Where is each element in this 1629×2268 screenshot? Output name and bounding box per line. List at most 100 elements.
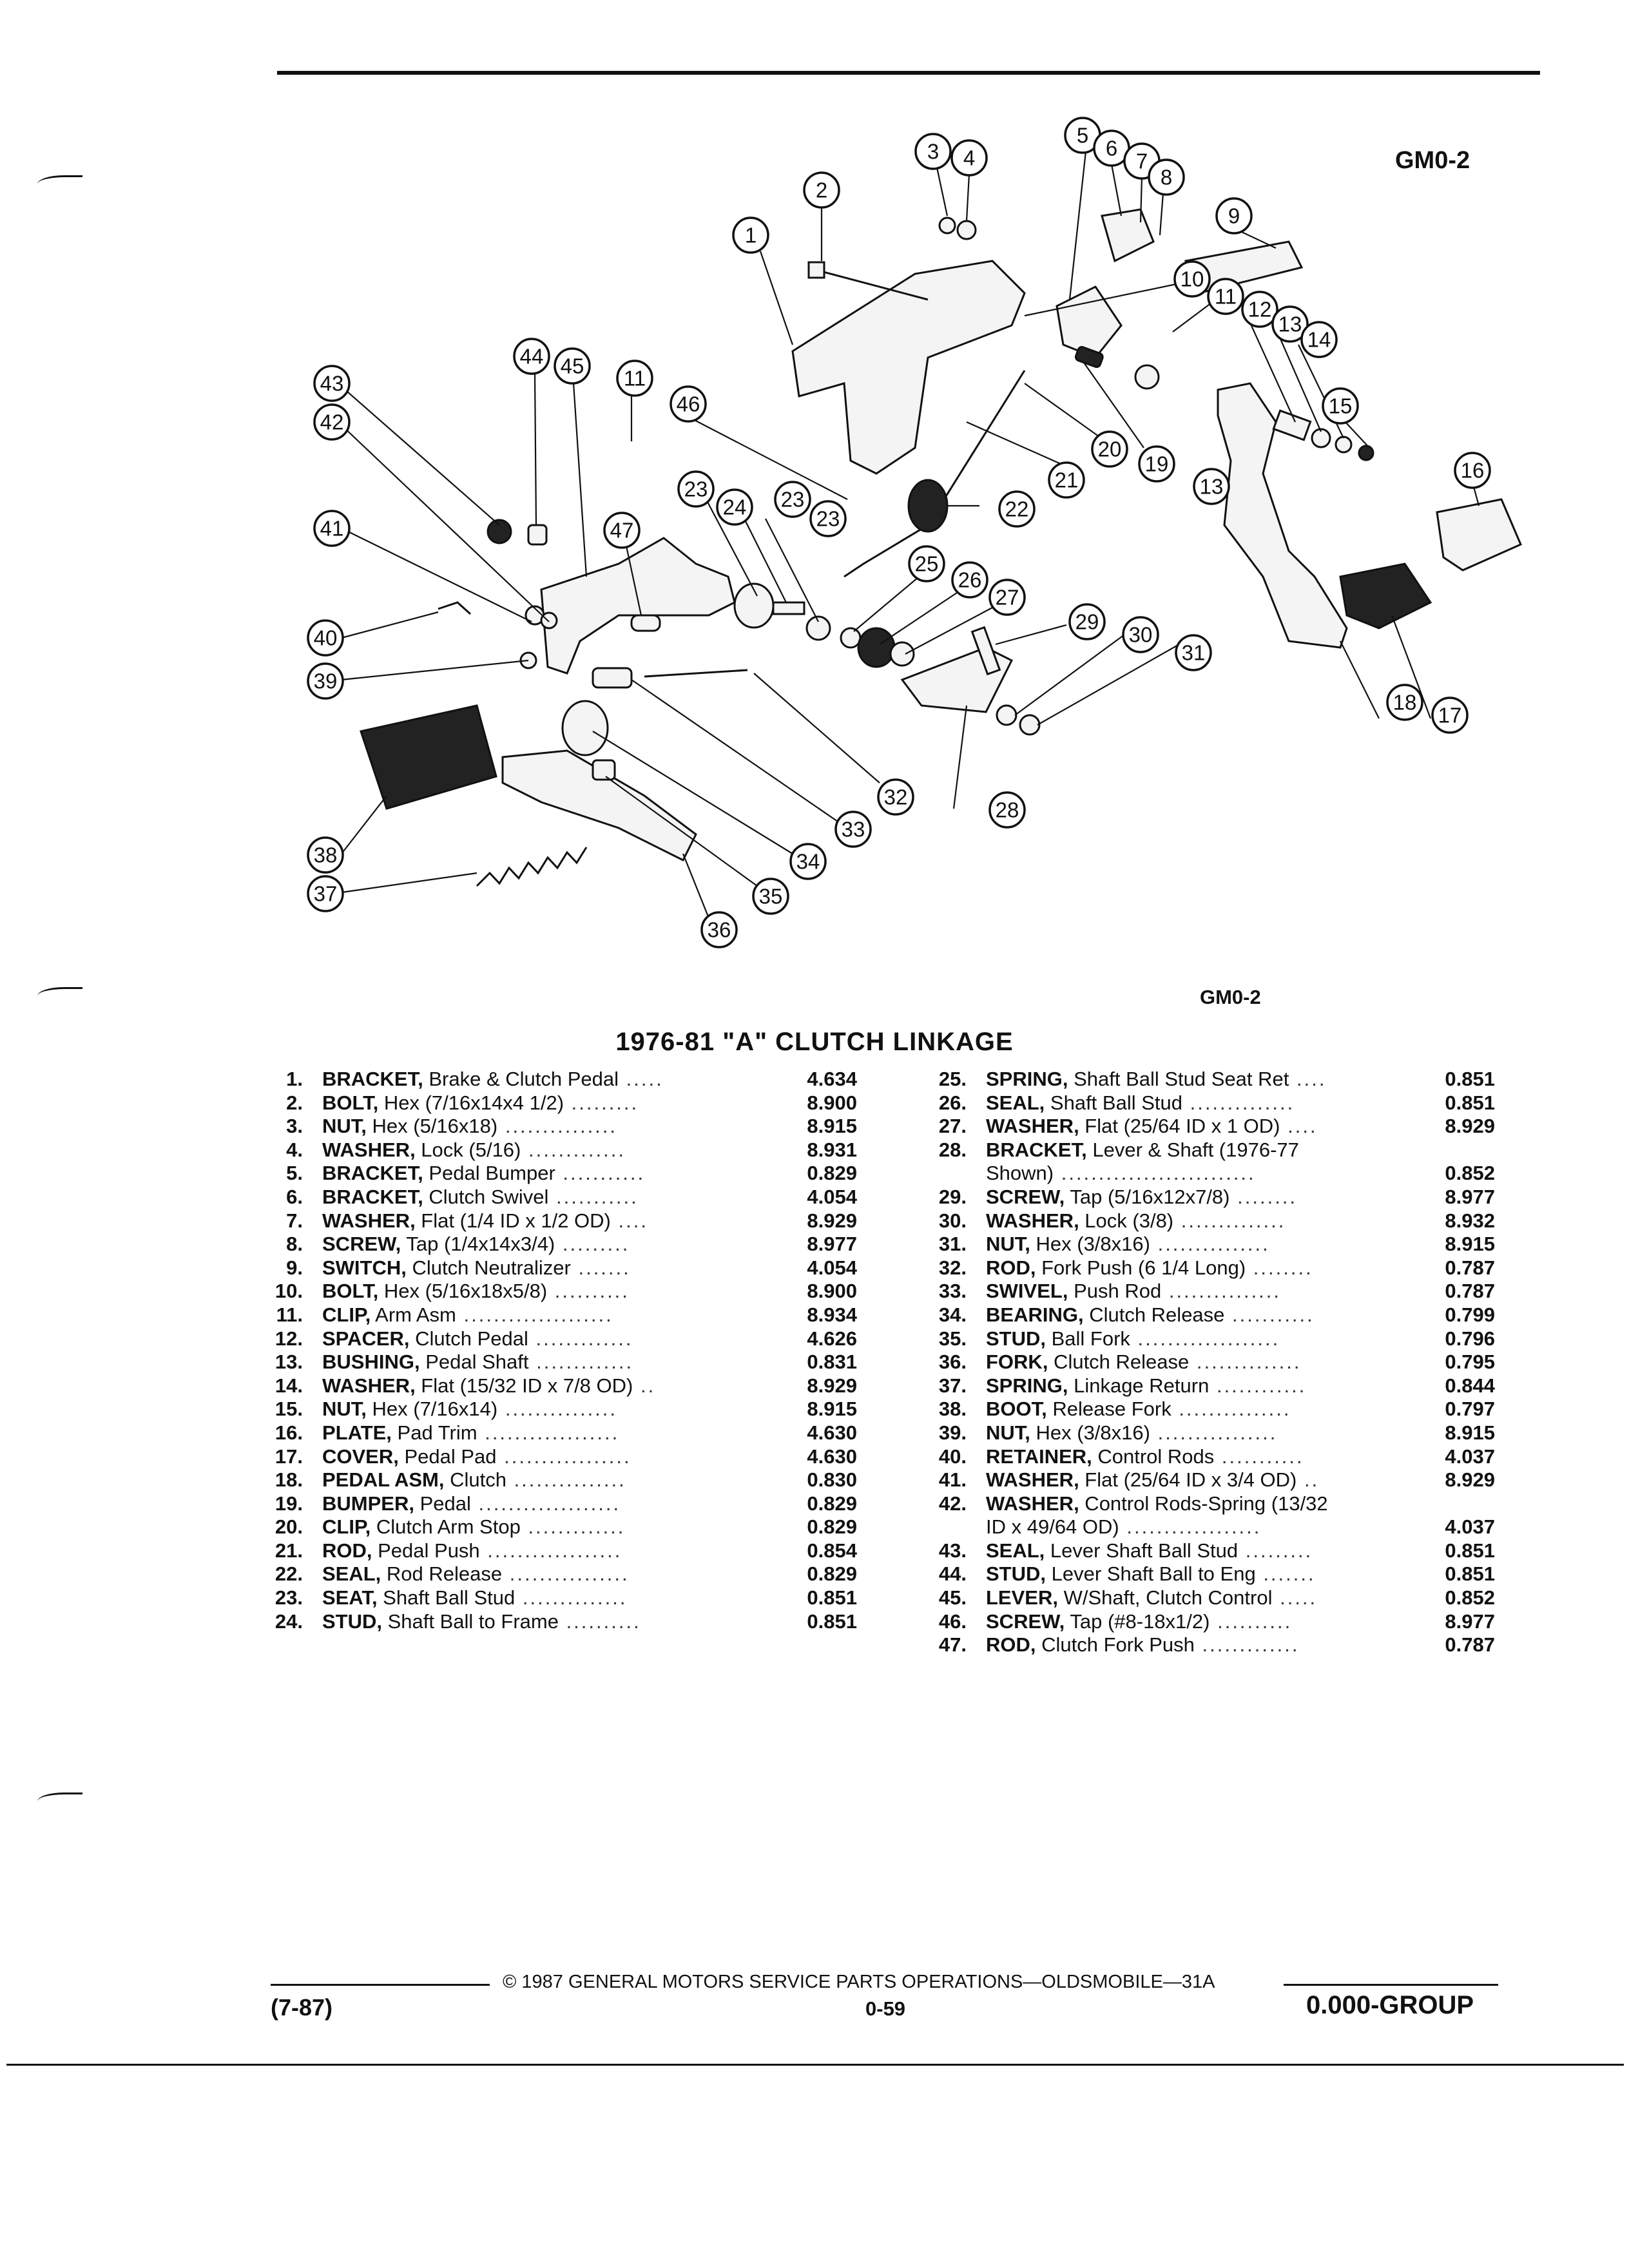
part-description: BRACKET, Clutch Swivel ...........: [322, 1186, 639, 1209]
callout-3: 3: [914, 133, 952, 170]
part-row: 19.BUMPER, Pedal ...................0.82…: [258, 1492, 870, 1516]
leader-dots: .............: [521, 1138, 626, 1161]
callout-13: 13: [1271, 305, 1309, 343]
part-row: 41.WASHER, Flat (25/64 ID x 3/4 OD) ..8.…: [921, 1468, 1501, 1492]
part-number: 40.: [938, 1445, 967, 1468]
part-row: 40.RETAINER, Control Rods ...........4.0…: [921, 1445, 1501, 1469]
group-number: 8.929: [1445, 1115, 1495, 1138]
part-description: SPRING, Linkage Return ............: [986, 1374, 1306, 1398]
part-row: 45.LEVER, W/Shaft, Clutch Control .....0…: [921, 1586, 1501, 1610]
callout-37: 37: [307, 875, 344, 912]
part-description: CLIP, Clutch Arm Stop .............: [322, 1515, 625, 1539]
part-description: STUD, Ball Fork ...................: [986, 1327, 1280, 1351]
part-name: COVER,: [322, 1445, 399, 1468]
group-number: 0.795: [1445, 1350, 1495, 1374]
part-number: 9.: [286, 1256, 303, 1279]
leader-dots: ...............: [506, 1468, 626, 1492]
part-row: 1.BRACKET, Brake & Clutch Pedal .....4.6…: [258, 1068, 870, 1091]
part-number: 18.: [275, 1468, 303, 1492]
group-number: 4.037: [1445, 1515, 1495, 1539]
leader-dots: .............: [528, 1350, 634, 1374]
part-detail: Hex (3/8x16): [1030, 1233, 1150, 1256]
figure-label-bottom: GM0-2: [1200, 986, 1261, 1008]
callout-42: 42: [313, 403, 351, 441]
part-number: 39.: [938, 1421, 967, 1444]
part-description: SEAT, Shaft Ball Stud ..............: [322, 1586, 627, 1610]
svg-text:22: 22: [1005, 497, 1029, 521]
svg-text:19: 19: [1145, 452, 1169, 476]
part-row: 38.BOOT, Release Fork ...............0.7…: [921, 1398, 1501, 1421]
callout-29: 29: [1068, 603, 1106, 640]
group-number: 8.977: [1445, 1610, 1495, 1633]
callout-25: 25: [908, 545, 945, 582]
group-number: 8.977: [1445, 1185, 1495, 1208]
part-row: 46.SCREW, Tap (#8-18x1/2) ..........8.97…: [921, 1610, 1501, 1634]
callout-35: 35: [752, 878, 789, 915]
part-row: 7.WASHER, Flat (1/4 ID x 1/2 OD) ....8.9…: [258, 1209, 870, 1233]
leader-dots: ...............: [1171, 1398, 1291, 1421]
group-number: 0.830: [807, 1468, 857, 1492]
leader-dots: ..........: [1210, 1610, 1293, 1633]
part-name: NUT,: [986, 1421, 1030, 1444]
exploded-parts-diagram: 1 2 3 4 5 6 7 8 9 10 11 12 13 14 15 16 1…: [307, 117, 1522, 948]
group-number: 0.787: [1445, 1633, 1495, 1657]
leader-dots: ................: [502, 1562, 630, 1586]
part-row: 23.SEAT, Shaft Ball Stud ..............0…: [258, 1586, 870, 1610]
footer-rule-left: [271, 1984, 490, 1986]
callout-30: 30: [1122, 616, 1159, 653]
svg-text:29: 29: [1075, 610, 1099, 634]
part-number: 12.: [275, 1327, 303, 1350]
binder-mark: [37, 987, 82, 1002]
leader-dots: .....: [1272, 1586, 1318, 1610]
part-detail: Fork Push (6 1/4 Long): [1036, 1256, 1246, 1279]
part-detail: Shaft Ball Stud: [377, 1586, 516, 1610]
svg-text:36: 36: [708, 918, 731, 942]
svg-text:47: 47: [610, 519, 634, 543]
part-row: 39.NUT, Hex (3/8x16) ................8.9…: [921, 1421, 1501, 1445]
callout-24: 24: [716, 488, 753, 526]
leader-dots: ..........: [558, 1610, 641, 1633]
part-name: WASHER,: [322, 1138, 416, 1161]
leader-dots: .........: [1238, 1539, 1313, 1562]
part-detail: Clutch Release: [1048, 1350, 1190, 1374]
part-description: BUSHING, Pedal Shaft .............: [322, 1350, 633, 1374]
part-detail: Hex (3/8x16): [1030, 1421, 1150, 1444]
group-number: 4.054: [807, 1256, 857, 1279]
callout-11b: 11: [616, 360, 653, 397]
part-number: 16.: [275, 1421, 303, 1444]
part-name: SEAL,: [986, 1091, 1045, 1114]
part-name: SPACER,: [322, 1327, 410, 1350]
part-number: 15.: [275, 1398, 303, 1421]
part-detail: Clutch Neutralizer: [406, 1256, 571, 1279]
group-number: 8.929: [807, 1374, 857, 1397]
part-number: 6.: [286, 1185, 303, 1208]
callout-10: 10: [1173, 260, 1211, 298]
part-name: SCREW,: [322, 1233, 401, 1256]
part-name: BRACKET,: [322, 1185, 423, 1208]
part-detail: Pad Trim: [391, 1421, 477, 1444]
part-row: 26.SEAL, Shaft Ball Stud ..............0…: [921, 1091, 1501, 1115]
part-detail: Flat (1/4 ID x 1/2 OD): [415, 1209, 611, 1232]
part-detail: Shaft Ball Stud: [1045, 1091, 1182, 1114]
leader-dots: ....: [1289, 1068, 1327, 1090]
svg-text:9: 9: [1228, 204, 1240, 228]
bolt-2: [818, 269, 929, 301]
part-number: 28.: [938, 1138, 967, 1161]
leader-dots: .............: [1194, 1633, 1300, 1657]
group-number: 8.915: [1445, 1421, 1495, 1444]
group-number: 0.829: [807, 1562, 857, 1586]
svg-text:28: 28: [996, 798, 1019, 822]
part-description: PEDAL ASM, Clutch ...............: [322, 1468, 626, 1492]
part-row: 18. PEDAL ASM, Clutch ............... 0.83…: [258, 1468, 870, 1492]
part-name: FORK,: [986, 1350, 1048, 1374]
part-detail: Control Rods: [1092, 1445, 1215, 1468]
part-detail: Pedal Bumper: [423, 1162, 555, 1185]
part-name: NUT,: [986, 1233, 1030, 1256]
part-detail: Shown): [986, 1162, 1054, 1185]
part-name: BOLT,: [322, 1091, 379, 1114]
group-number: 0.831: [807, 1350, 857, 1374]
part-number: 44.: [938, 1562, 967, 1586]
callout-14: 14: [1300, 321, 1338, 358]
part-description: BOOT, Release Fork ...............: [986, 1398, 1291, 1421]
parts-list-right: 25.SPRING, Shaft Ball Stud Seat Ret ....…: [921, 1068, 1501, 1657]
